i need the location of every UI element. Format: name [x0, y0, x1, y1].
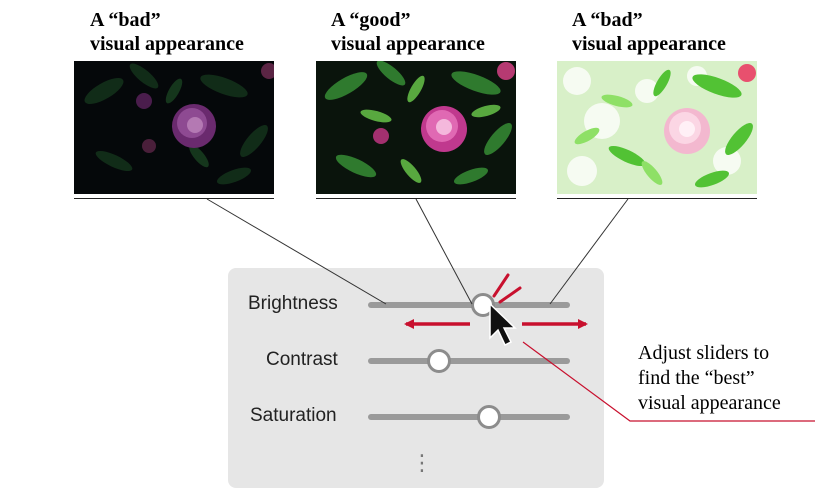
- saturation-knob[interactable]: [477, 405, 502, 429]
- caption-right-line2: visual appearance: [572, 33, 726, 55]
- annotation-line3: visual appearance: [638, 392, 781, 414]
- photo-good-underline: [316, 198, 516, 199]
- caption-right: A “bad” visual appearance: [572, 8, 726, 56]
- brightness-label: Brightness: [248, 293, 338, 314]
- contrast-knob[interactable]: [426, 349, 451, 373]
- caption-left: A “bad” visual appearance: [90, 8, 244, 56]
- caption-middle-line1: A “good”: [331, 9, 411, 31]
- caption-right-line1: A “bad”: [572, 9, 643, 31]
- more-sliders-indicator: ⋮: [411, 450, 433, 475]
- photo-dark: [74, 61, 274, 194]
- caption-middle-line2: visual appearance: [331, 33, 485, 55]
- caption-left-line2: visual appearance: [90, 33, 244, 55]
- saturation-label: Saturation: [250, 405, 337, 426]
- photo-bright: [557, 61, 757, 194]
- contrast-label: Contrast: [266, 349, 338, 370]
- annotation-line1: Adjust sliders to: [638, 342, 770, 364]
- photo-dark-underline: [74, 198, 274, 199]
- annotation-line2: find the “best”: [638, 367, 755, 389]
- contrast-track[interactable]: [368, 358, 570, 364]
- brightness-track[interactable]: [368, 302, 570, 308]
- caption-left-line1: A “bad”: [90, 9, 161, 31]
- saturation-track[interactable]: [368, 414, 570, 420]
- brightness-knob[interactable]: [471, 293, 496, 317]
- annotation-text: Adjust sliders to find the “best” visual…: [638, 341, 781, 416]
- caption-middle: A “good” visual appearance: [331, 8, 485, 56]
- photo-bright-underline: [557, 198, 757, 199]
- photo-good: [316, 61, 516, 194]
- slider-panel: Brightness Contrast Saturation ⋮: [228, 268, 604, 488]
